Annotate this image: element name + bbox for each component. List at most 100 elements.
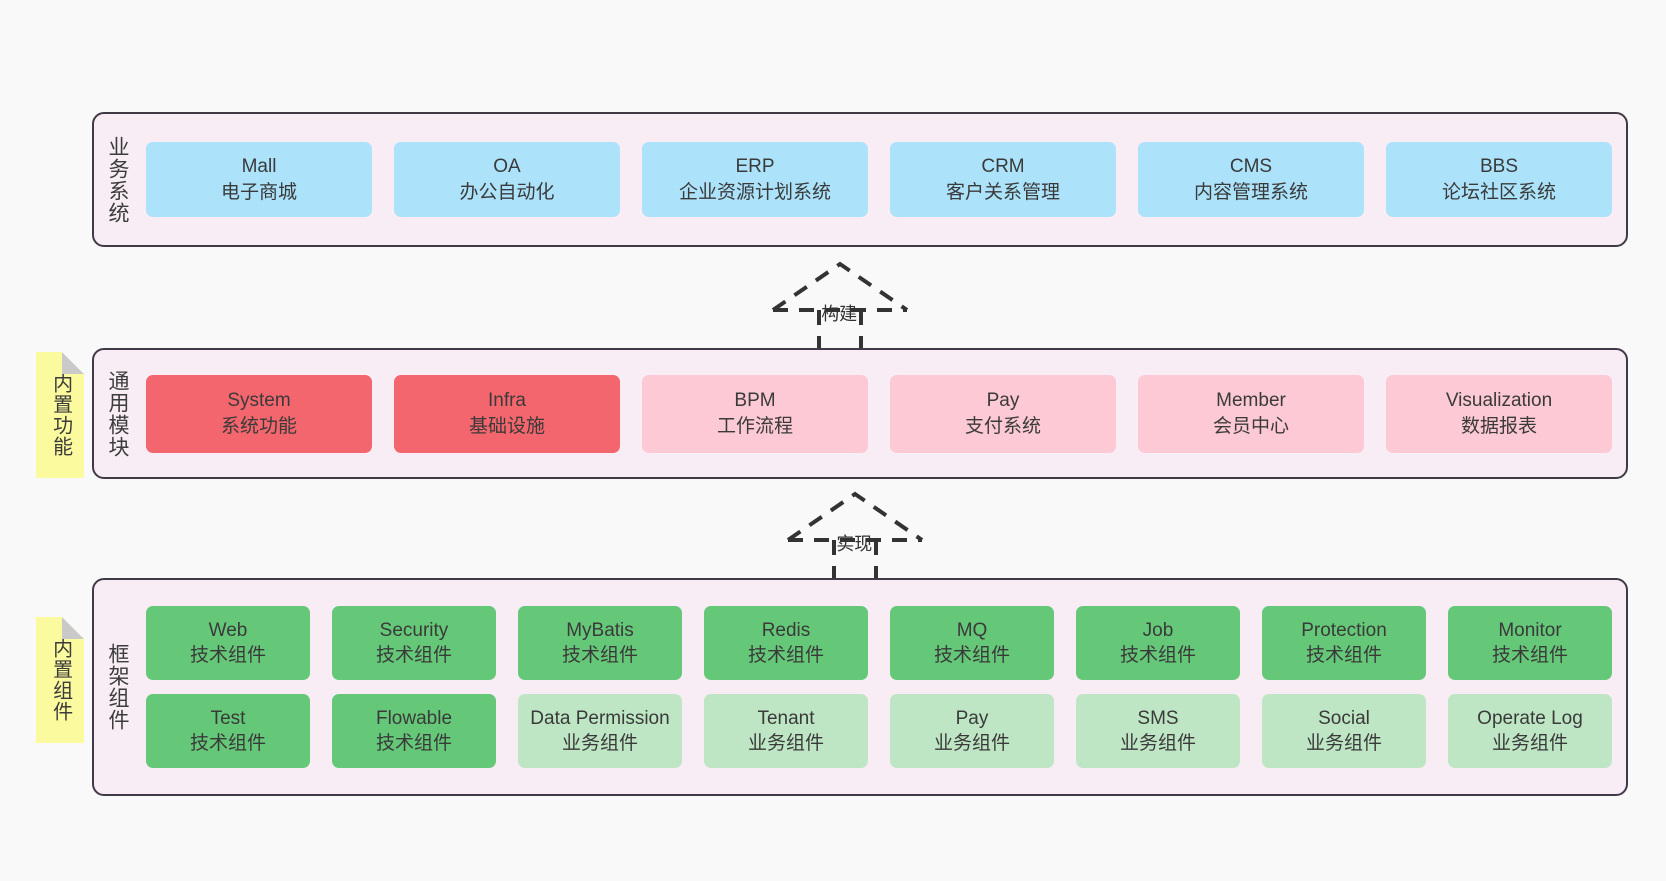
card-title-en: Visualization: [1445, 390, 1553, 412]
layer-business-systems: 业务系统 Mall 电子商城 OA 办公自动化 ERP 企业资源计划系统 CRM: [92, 112, 1628, 247]
card-title-en: Infra: [487, 390, 527, 412]
note-builtin-components: 内置组件: [36, 617, 84, 743]
card-title-cn: 技术组件: [933, 645, 1010, 666]
card-data-permission[interactable]: Data Permission 业务组件: [518, 694, 682, 768]
card-title-en: Flowable: [375, 707, 453, 729]
card-row: Test 技术组件 Flowable 技术组件 Data Permission …: [146, 694, 1612, 768]
card-flowable[interactable]: Flowable 技术组件: [332, 694, 496, 768]
card-title-en: Social: [1318, 707, 1370, 729]
card-title-en: Job: [1142, 619, 1174, 641]
card-row: Web 技术组件 Security 技术组件 MyBatis 技术组件 Redi…: [146, 606, 1612, 680]
note-label: 内置功能: [49, 373, 72, 457]
note-fold-icon: [62, 617, 84, 639]
card-title-en: CRM: [981, 156, 1025, 178]
layer-body-framework-components: Web 技术组件 Security 技术组件 MyBatis 技术组件 Redi…: [140, 580, 1626, 794]
note-label: 内置组件: [49, 638, 72, 722]
card-bbs[interactable]: BBS 论坛社区系统: [1386, 142, 1612, 217]
card-title-en: Test: [210, 707, 246, 729]
card-title-cn: 技术组件: [189, 645, 266, 666]
card-title-cn: 技术组件: [375, 733, 452, 754]
card-mall[interactable]: Mall 电子商城: [146, 142, 372, 217]
connector-build: 构建: [765, 258, 915, 354]
card-crm[interactable]: CRM 客户关系管理: [890, 142, 1116, 217]
card-title-cn: 业务组件: [561, 733, 638, 754]
card-protection[interactable]: Protection 技术组件: [1262, 606, 1426, 680]
card-title-cn: 技术组件: [1119, 645, 1196, 666]
card-title-en: Monitor: [1498, 619, 1562, 641]
card-title-cn: 数据报表: [1460, 415, 1537, 437]
card-infra[interactable]: Infra 基础设施: [394, 374, 620, 453]
layer-title-business-systems: 业务系统: [105, 135, 129, 224]
card-title-cn: 客户关系管理: [945, 181, 1060, 203]
card-security[interactable]: Security 技术组件: [332, 606, 496, 680]
card-sms[interactable]: SMS 业务组件: [1076, 694, 1240, 768]
card-title-en: Member: [1216, 390, 1286, 412]
card-title-cn: 企业资源计划系统: [678, 181, 831, 203]
card-pay[interactable]: Pay 支付系统: [890, 374, 1116, 453]
card-title-cn: 工作流程: [716, 415, 793, 437]
card-monitor[interactable]: Monitor 技术组件: [1448, 606, 1612, 680]
layer-title-common-modules: 通用模块: [105, 369, 129, 458]
card-title-en: Pay: [955, 707, 989, 729]
connector-implement: 实现: [780, 488, 930, 584]
card-title-cn: 业务组件: [1305, 733, 1382, 754]
card-title-cn: 论坛社区系统: [1441, 181, 1556, 203]
card-web[interactable]: Web 技术组件: [146, 606, 310, 680]
card-title-cn: 技术组件: [561, 645, 638, 666]
card-job[interactable]: Job 技术组件: [1076, 606, 1240, 680]
card-title-en: Operate Log: [1477, 707, 1583, 729]
card-system[interactable]: System 系统功能: [146, 374, 372, 453]
card-title-en: MQ: [956, 619, 988, 641]
card-visualization[interactable]: Visualization 数据报表: [1386, 374, 1612, 453]
card-title-en: ERP: [735, 156, 775, 178]
card-title-en: Security: [379, 619, 449, 641]
card-title-en: Data Permission: [530, 707, 670, 729]
card-erp[interactable]: ERP 企业资源计划系统: [642, 142, 868, 217]
card-social[interactable]: Social 业务组件: [1262, 694, 1426, 768]
card-title-cn: 业务组件: [933, 733, 1010, 754]
card-title-cn: 技术组件: [189, 733, 266, 754]
card-title-cn: 技术组件: [747, 645, 824, 666]
card-title-cn: 技术组件: [375, 645, 452, 666]
card-row: Mall 电子商城 OA 办公自动化 ERP 企业资源计划系统 CRM 客户关系…: [146, 142, 1612, 217]
card-title-cn: 业务组件: [1491, 733, 1568, 754]
card-title-cn: 技术组件: [1305, 645, 1382, 666]
layer-framework-components: 框架组件 Web 技术组件 Security 技术组件 MyBatis 技术组件…: [92, 578, 1628, 796]
card-title-cn: 基础设施: [468, 415, 545, 437]
layer-body-common-modules: System 系统功能 Infra 基础设施 BPM 工作流程 Pay 支付系统…: [140, 350, 1626, 477]
card-title-cn: 会员中心: [1212, 415, 1289, 437]
card-title-en: Tenant: [757, 707, 815, 729]
card-title-en: System: [227, 390, 291, 412]
note-fold-icon: [62, 352, 84, 374]
card-cms[interactable]: CMS 内容管理系统: [1138, 142, 1364, 217]
card-title-en: MyBatis: [566, 619, 634, 641]
card-oa[interactable]: OA 办公自动化: [394, 142, 620, 217]
card-mybatis[interactable]: MyBatis 技术组件: [518, 606, 682, 680]
card-member[interactable]: Member 会员中心: [1138, 374, 1364, 453]
card-pay-business[interactable]: Pay 业务组件: [890, 694, 1054, 768]
note-builtin-features: 内置功能: [36, 352, 84, 478]
card-title-cn: 支付系统: [964, 415, 1041, 437]
connector-implement-label: 实现: [836, 534, 873, 554]
card-title-en: BBS: [1479, 156, 1519, 178]
connector-implement-glyph: [786, 491, 924, 584]
card-title-en: CMS: [1229, 156, 1273, 178]
card-tenant[interactable]: Tenant 业务组件: [704, 694, 868, 768]
card-title-en: Pay: [986, 390, 1020, 412]
layer-common-modules: 通用模块 System 系统功能 Infra 基础设施 BPM 工作流程 Pay: [92, 348, 1628, 479]
card-mq[interactable]: MQ 技术组件: [890, 606, 1054, 680]
card-operate-log[interactable]: Operate Log 业务组件: [1448, 694, 1612, 768]
card-title-cn: 办公自动化: [459, 181, 555, 203]
card-test[interactable]: Test 技术组件: [146, 694, 310, 768]
card-title-cn: 电子商城: [220, 181, 297, 203]
card-title-cn: 技术组件: [1491, 645, 1568, 666]
card-redis[interactable]: Redis 技术组件: [704, 606, 868, 680]
card-title-cn: 内容管理系统: [1193, 181, 1308, 203]
card-bpm[interactable]: BPM 工作流程: [642, 374, 868, 453]
card-row: System 系统功能 Infra 基础设施 BPM 工作流程 Pay 支付系统…: [146, 374, 1612, 453]
card-title-en: Protection: [1301, 619, 1387, 641]
connector-build-label: 构建: [821, 304, 858, 324]
card-title-cn: 业务组件: [747, 733, 824, 754]
card-title-en: BPM: [734, 390, 776, 412]
card-title-cn: 系统功能: [220, 415, 297, 437]
